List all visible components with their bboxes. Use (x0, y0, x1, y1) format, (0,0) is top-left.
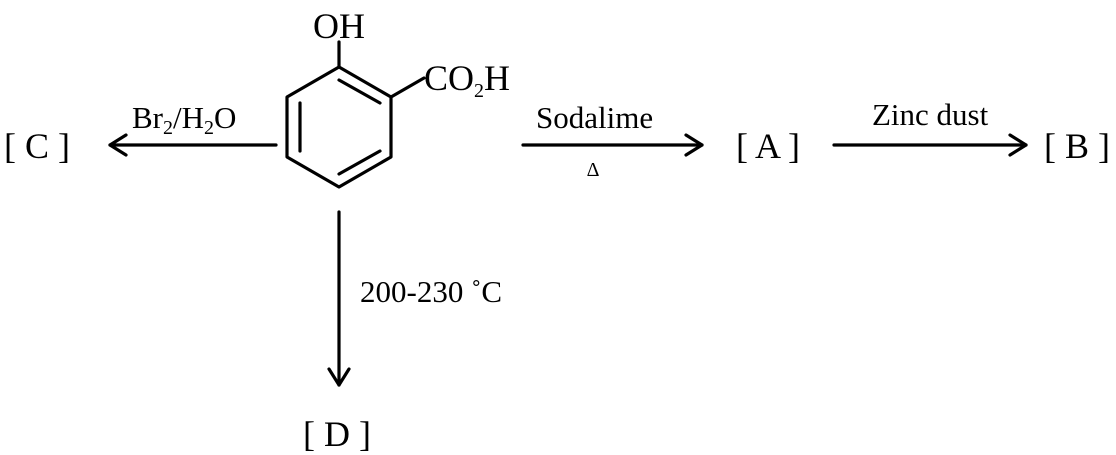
inner-double-bond-bottom (337, 149, 382, 176)
reduction-arrowhead (1008, 133, 1028, 157)
decarboxylation-arrowhead (684, 133, 704, 157)
reduction-reaction: Zinc dust [ B ] (832, 97, 1110, 166)
heating-condition: 200-230 ˚C (360, 274, 502, 309)
bromination-arrowhead (108, 133, 128, 157)
reduction-reagent: Zinc dust (872, 97, 989, 132)
salicylic-acid-structure: OH CO2H (285, 6, 510, 189)
carboxyl-label: CO2H (424, 58, 510, 102)
decarboxylation-reagent: Sodalime (536, 100, 653, 135)
product-d: [ D ] (303, 414, 371, 454)
decarboxylation-reaction: Sodalime Δ [ A ] (521, 100, 800, 181)
decarboxylation-condition: Δ (587, 159, 600, 181)
product-c: [ C ] (4, 126, 70, 166)
heating-reaction: 200-230 ˚C [ D ] (303, 210, 502, 454)
carboxyl-bond (389, 76, 426, 99)
benzene-ring (285, 65, 393, 189)
bromination-reaction: Br2/H2O [ C ] (4, 100, 278, 166)
product-b: [ B ] (1044, 126, 1110, 166)
heating-arrowhead (327, 367, 351, 387)
hydroxyl-label: OH (313, 6, 365, 46)
product-a: [ A ] (736, 126, 800, 166)
inner-double-bond-top (337, 78, 382, 105)
bromination-reagent: Br2/H2O (132, 100, 236, 139)
